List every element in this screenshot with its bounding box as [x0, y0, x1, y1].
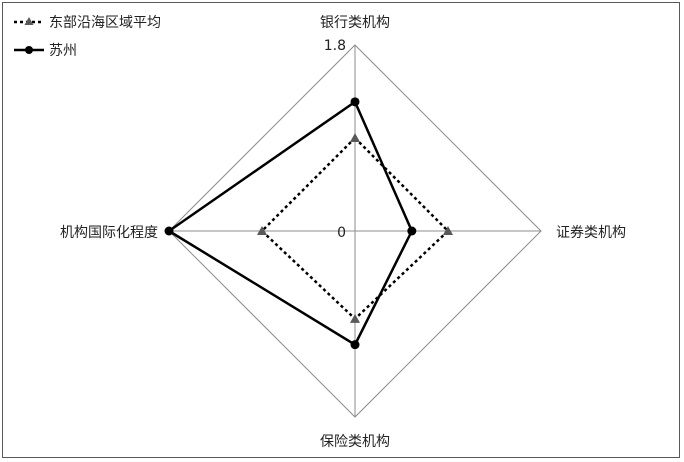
series-0-point-0 [350, 133, 360, 142]
legend-label-east-coast: 东部沿海区域平均 [49, 15, 161, 31]
chart-frame [2, 2, 680, 458]
axis-label-securities: 证券类机构 [556, 225, 626, 241]
tick-label-min: 0 [337, 225, 346, 241]
series-line-1 [166, 99, 414, 347]
axis-label-bank: 银行类机构 [320, 15, 390, 31]
series-0 [257, 133, 453, 323]
series-0-point-3 [257, 226, 267, 235]
tick-label-max: 1.8 [324, 38, 346, 54]
series-1-point-1 [407, 226, 417, 236]
series-0-point-2 [350, 313, 360, 323]
axis-label-internationalization: 机构国际化程度 [60, 225, 158, 241]
series-1-point-3 [164, 226, 174, 236]
series-1-point-0 [350, 97, 360, 107]
axis-label-insurance: 保险类机构 [320, 434, 390, 450]
series-1 [164, 97, 417, 350]
series-0-point-1 [443, 226, 453, 235]
legend-marker-suzhou [25, 46, 33, 54]
series-1-point-2 [350, 340, 360, 350]
legend-item-suzhou: 苏州 [14, 43, 77, 59]
legend-label-suzhou: 苏州 [49, 43, 77, 59]
legend-marker-east-coast [24, 17, 34, 25]
series-layer [164, 97, 453, 350]
legend-item-east-coast: 东部沿海区域平均 [14, 15, 161, 31]
legend: 东部沿海区域平均 苏州 [14, 15, 161, 59]
